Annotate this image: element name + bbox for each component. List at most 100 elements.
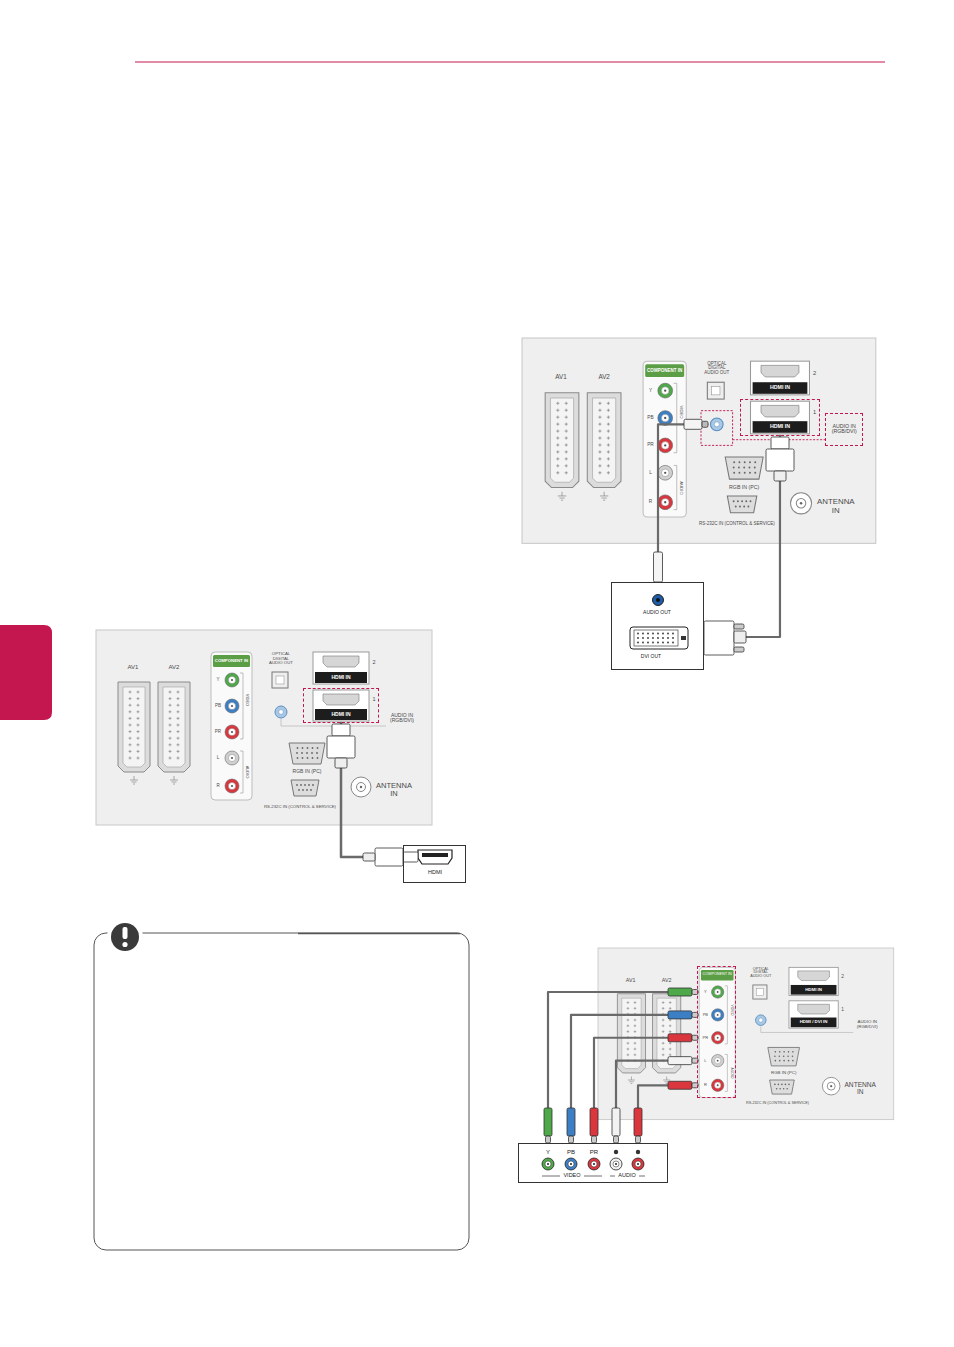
serial-pin [747,506,749,508]
port-label: RS-232C IN (CONTROL & SERVICE) [699,522,775,527]
scart-socket [627,1024,630,1027]
port-label: R [704,1083,707,1087]
scart-socket [177,743,180,746]
dvi-pin [647,637,649,639]
dvi-pin [662,642,664,644]
scart-socket [607,450,610,453]
tv-back-panel [598,948,894,1120]
scart-socket [598,471,601,474]
bracket [240,673,243,793]
serial-pin [312,784,314,786]
rca-jack [637,1163,639,1165]
scart-socket [587,393,621,488]
serial-pin [306,789,308,791]
cable [571,1015,697,1143]
port-label: Y [649,388,652,393]
scart-socket [662,1024,665,1027]
serial-port [770,1080,795,1094]
ground-symbol [170,776,178,784]
scart-socket [669,1001,672,1004]
scart-socket [634,1048,637,1051]
scart-socket [129,710,132,713]
rca-jack [225,673,239,687]
vga-pin [774,1055,776,1057]
port-label: AV1 [128,664,139,670]
scart-socket [556,430,559,433]
ground-symbol [628,1076,635,1083]
dvi-pin [652,633,654,635]
dvi-pin [637,642,639,644]
vga-pin [792,1051,794,1053]
serial-pin [774,1084,776,1086]
port-label: ANTENNA IN [374,782,414,798]
scart-socket [129,757,132,760]
scart-socket [169,724,172,727]
port-label: PB [647,416,653,421]
dvi-pin [667,642,669,644]
leader-line [761,1026,853,1032]
scart-socket [565,457,568,460]
hdmi-port [789,967,838,995]
port-label: AV1 [626,978,636,984]
scart-socket [169,697,172,700]
rca-plug [668,988,692,996]
rca-jack [661,442,669,450]
scart-socket [634,1030,637,1033]
serial-pin [788,1084,790,1086]
rca-jack [661,414,669,422]
vga-pin [783,1060,785,1062]
rca-jack [225,751,239,765]
scart-socket [545,393,579,488]
vga-pin [749,472,751,474]
dvi-plug [734,624,744,629]
hdmi-socket [798,971,830,981]
vga-port [768,1047,800,1065]
component-input-group: COMPONENT IN [697,966,736,1099]
source-device: HDMI [403,845,466,883]
port-label: OPTICAL DIGITAL AUDIO OUT [749,968,772,980]
cable [594,1038,697,1143]
scart-socket [556,471,559,474]
scart-socket [129,737,132,740]
dvi-plug [704,621,734,655]
port-label: PR [703,1036,709,1040]
rca-jack [613,1161,619,1167]
rca-plug [636,1136,641,1143]
scart-socket [169,704,172,707]
vga-pin [779,1051,781,1053]
node-text: AUDIO IN (RGB/DVI) [828,424,860,435]
node-text: AUDIO [618,1173,635,1179]
scart-socket [556,409,559,412]
hdmi-input-port: HDMI IN [303,688,379,723]
rca-jack [712,1054,724,1066]
dvi-pin [637,637,639,639]
rca-jack [658,438,673,453]
dvi-pin [637,633,639,635]
vga-pin [302,747,304,749]
hdmi-plug [766,449,794,471]
serial-pin [302,789,304,791]
hdmi-badge [753,382,808,394]
scart-socket [177,697,180,700]
port-label: AUDIO IN (RGB/DVI) [854,1021,880,1030]
serial-pin [739,506,741,508]
scart-socket [627,1048,630,1051]
component-header [645,364,684,377]
scart-socket [169,730,172,733]
hdmi-port [751,401,810,434]
port-label: R [216,784,219,789]
scart-socket [137,743,140,746]
dvi-pin [657,637,659,639]
port-label: RGB IN (PC) [293,769,322,774]
dvi-pin [662,633,664,635]
scart-socket [598,464,601,467]
panel-ground [522,338,876,543]
rca-jack [593,1163,595,1165]
scart-socket [598,409,601,412]
port-label: HDMI IN [770,385,790,391]
scart-socket [177,717,180,720]
hdmi-port [789,1001,838,1028]
rca-jack [664,501,666,503]
antenna-socket [796,499,805,508]
scart-socket [607,471,610,474]
